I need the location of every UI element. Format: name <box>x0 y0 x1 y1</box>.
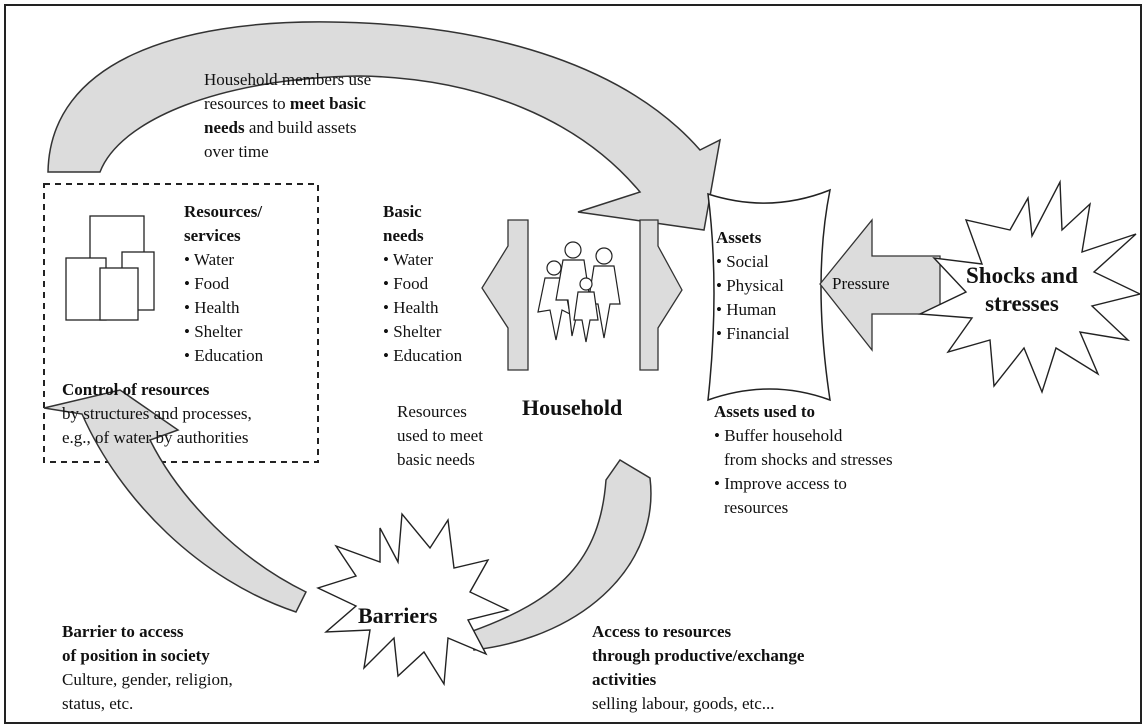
resources-used-block: Resources used to meet basic needs <box>397 400 483 472</box>
basic-need-item: Shelter <box>383 320 462 344</box>
access-line: selling labour, goods, etc... <box>592 694 775 713</box>
resource-item: Water <box>184 248 263 272</box>
resource-item: Food <box>184 272 263 296</box>
top-curved-arrow <box>47 21 721 231</box>
barrier-access-heading: Barrier to access <box>62 622 184 641</box>
outer-frame <box>4 4 1142 724</box>
control-line: e.g., of water by authorities <box>62 428 249 447</box>
resources-used-line: Resources <box>397 402 467 421</box>
bottom-left-curved-arrow <box>43 389 308 613</box>
shocks-starburst <box>917 179 1143 395</box>
documents-icon <box>65 215 155 321</box>
shocks-label: Shocks and stresses <box>966 262 1078 318</box>
asset-item: Physical <box>716 274 789 298</box>
top-arrow-line: resources to meet basic <box>204 92 371 116</box>
basic-need-item: Education <box>383 344 462 368</box>
barrier-access-line: Culture, gender, religion, <box>62 670 233 689</box>
shocks-line: stresses <box>985 291 1059 316</box>
resources-used-line: basic needs <box>397 450 475 469</box>
shocks-line: Shocks and <box>966 263 1078 288</box>
top-arrow-line: needs and build assets <box>204 116 371 140</box>
assets-used-item-cont: from shocks and stresses <box>724 450 893 469</box>
resources-heading: services <box>184 226 241 245</box>
control-of-resources: Control of resources by structures and p… <box>62 378 252 450</box>
top-arrow-line: over time <box>204 142 269 161</box>
access-heading: Access to resources <box>592 622 732 641</box>
barriers-starburst <box>316 512 511 687</box>
barrier-access-line: status, etc. <box>62 694 134 713</box>
resource-item: Shelter <box>184 320 263 344</box>
assets-used-heading: Assets used to <box>714 402 816 421</box>
control-line: by structures and processes, <box>62 404 252 423</box>
bottom-right-curved-arrow <box>469 458 652 651</box>
assets-used-item: Improve access to <box>714 472 893 496</box>
assets-used-item: Buffer household <box>714 424 893 448</box>
basic-need-item: Water <box>383 248 462 272</box>
basic-needs-block: Basic needs Water Food Health Shelter Ed… <box>383 200 462 368</box>
access-heading: through productive/exchange <box>592 646 805 665</box>
control-heading: Control of resources <box>62 380 210 399</box>
access-resources-block: Access to resources through productive/e… <box>592 620 804 716</box>
pressure-label: Pressure <box>832 274 890 293</box>
top-arrow-line-text: and build assets <box>244 118 357 137</box>
assets-used-block: Assets used to Buffer household from sho… <box>714 400 893 520</box>
top-arrow-bold: needs <box>204 118 245 137</box>
left-needs-arrow <box>481 219 529 371</box>
assets-heading: Assets <box>716 228 762 247</box>
resources-heading: Resources/ <box>184 202 263 221</box>
access-heading: activities <box>592 670 657 689</box>
asset-item: Human <box>716 298 789 322</box>
top-arrow-bold: meet basic <box>289 94 366 113</box>
assets-used-item-cont: resources <box>724 498 789 517</box>
resources-dashed-box <box>43 183 319 463</box>
resources-used-line: used to meet <box>397 426 483 445</box>
basic-needs-heading: Basic <box>383 202 422 221</box>
top-arrow-line: Household members use <box>204 70 372 89</box>
right-assets-arrow <box>639 219 683 371</box>
top-arrow-line-text: resources to <box>204 94 290 113</box>
resource-item: Health <box>184 296 263 320</box>
top-arrow-text: Household members use resources to meet … <box>204 68 371 164</box>
household-label: Household <box>522 395 623 420</box>
asset-item: Social <box>716 250 789 274</box>
resource-item: Education <box>184 344 263 368</box>
barrier-access-block: Barrier to access of position in society… <box>62 620 233 716</box>
basic-need-item: Food <box>383 272 462 296</box>
pressure-arrow <box>819 218 941 352</box>
asset-item: Financial <box>716 322 789 346</box>
barrier-access-heading: of position in society <box>62 646 210 665</box>
barriers-label: Barriers <box>358 603 438 628</box>
household-people-icon <box>537 241 621 343</box>
resources-services-block: Resources/ services Water Food Health Sh… <box>184 200 263 368</box>
basic-needs-heading: needs <box>383 226 424 245</box>
assets-block: Assets Social Physical Human Financial <box>716 226 789 346</box>
basic-need-item: Health <box>383 296 462 320</box>
